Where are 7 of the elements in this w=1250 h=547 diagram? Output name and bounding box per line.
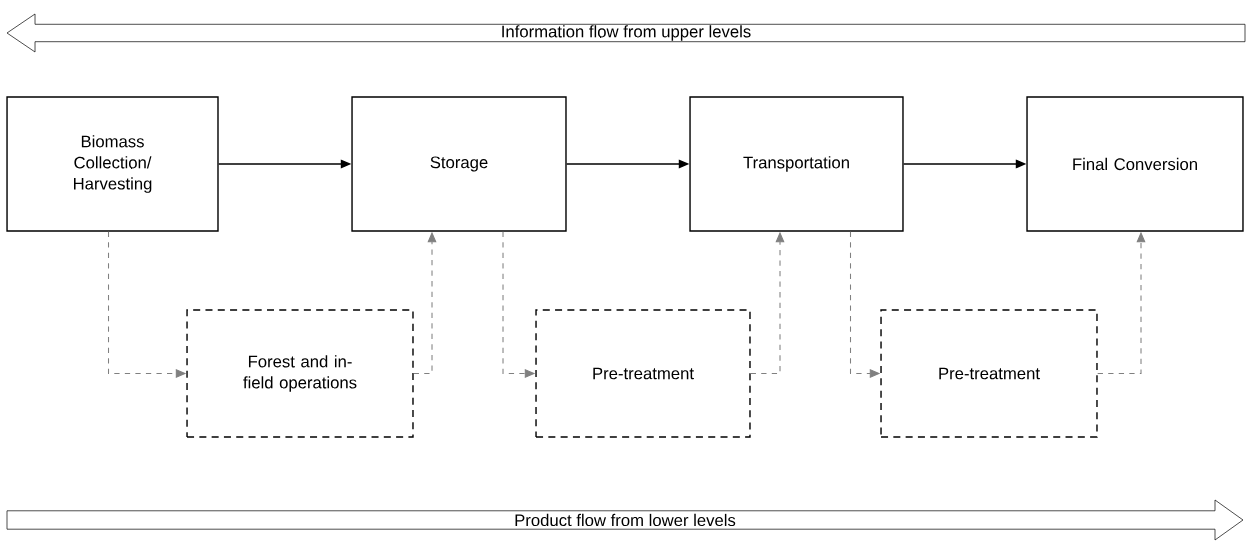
optional-process-box: Pre-treatment — [880, 309, 1098, 438]
process-box: Storage — [351, 96, 567, 232]
process-box: Final Conversion — [1026, 96, 1244, 232]
optional-process-box: Pre-treatment — [535, 309, 751, 438]
process-box: Transportation — [689, 96, 904, 232]
optional-process-box: Forest and in-field operations — [186, 309, 414, 438]
process-box: Biomass Collection/ Harvesting — [6, 96, 219, 232]
